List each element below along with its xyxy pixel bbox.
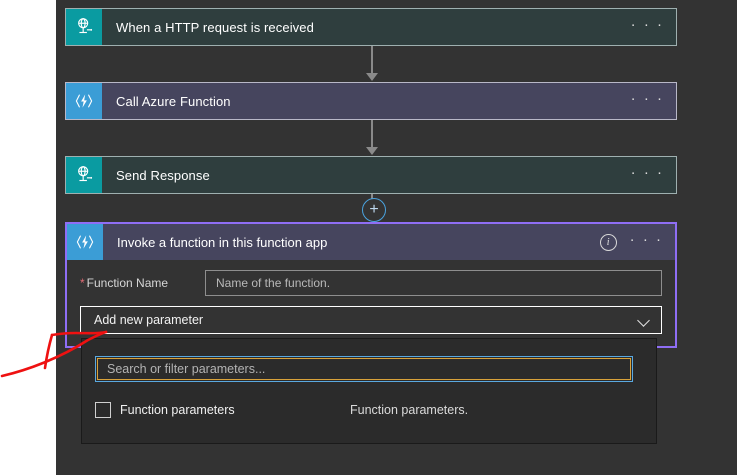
- action-card-body: *Function Name Add new parameter: [67, 260, 675, 346]
- flow-card-http-trigger[interactable]: When a HTTP request is received · · ·: [65, 8, 677, 46]
- connector-arrow-2: [366, 120, 378, 156]
- parameter-description: Function parameters.: [350, 403, 469, 417]
- flow-card-actions: · · ·: [631, 9, 676, 45]
- chevron-down-icon[interactable]: [639, 315, 650, 326]
- field-label-function-name: *Function Name: [80, 276, 205, 290]
- required-marker: *: [80, 276, 85, 290]
- field-row-function-name: *Function Name: [80, 270, 662, 296]
- action-card-title: Invoke a function in this function app: [117, 234, 328, 250]
- action-card-actions: i · · ·: [599, 224, 675, 260]
- http-globe-icon: [66, 157, 102, 193]
- parameter-name: Function parameters: [120, 403, 235, 417]
- add-step-button[interactable]: +: [362, 198, 386, 222]
- parameter-dropdown-panel[interactable]: Function parameters Function parameters.: [81, 338, 657, 444]
- http-globe-icon: [66, 9, 102, 45]
- flow-card-actions: · · ·: [631, 83, 676, 119]
- flow-card-title: Call Azure Function: [116, 93, 231, 109]
- connector-arrow-1: [366, 46, 378, 82]
- list-item[interactable]: Function parameters Function parameters.: [95, 395, 643, 425]
- overflow-menu-icon[interactable]: · · ·: [629, 231, 663, 248]
- add-new-parameter-label: Add new parameter: [94, 313, 204, 327]
- azure-function-bolt-icon: [67, 224, 103, 260]
- overflow-menu-icon[interactable]: · · ·: [630, 16, 664, 33]
- flow-card-title: When a HTTP request is received: [116, 19, 314, 35]
- search-input[interactable]: [97, 358, 631, 380]
- info-icon[interactable]: i: [599, 233, 617, 251]
- flow-card-actions: · · ·: [631, 157, 676, 193]
- overflow-menu-icon[interactable]: · · ·: [630, 90, 664, 107]
- flow-card-title: Send Response: [116, 167, 210, 183]
- flow-card-call-azure-function[interactable]: Call Azure Function · · ·: [65, 82, 677, 120]
- add-new-parameter-combobox[interactable]: Add new parameter: [80, 306, 662, 334]
- flow-card-send-response[interactable]: Send Response · · ·: [65, 156, 677, 194]
- function-name-input[interactable]: [205, 270, 662, 296]
- azure-function-bolt-icon: [66, 83, 102, 119]
- action-card-header[interactable]: Invoke a function in this function app i…: [67, 224, 675, 260]
- designer-canvas: When a HTTP request is received · · · Ca…: [56, 0, 737, 475]
- action-card-invoke-function[interactable]: Invoke a function in this function app i…: [65, 222, 677, 348]
- parameter-search-wrapper: [95, 356, 633, 382]
- function-parameters-checkbox[interactable]: [95, 402, 111, 418]
- field-label-text: Function Name: [86, 276, 169, 290]
- overflow-menu-icon[interactable]: · · ·: [630, 164, 664, 181]
